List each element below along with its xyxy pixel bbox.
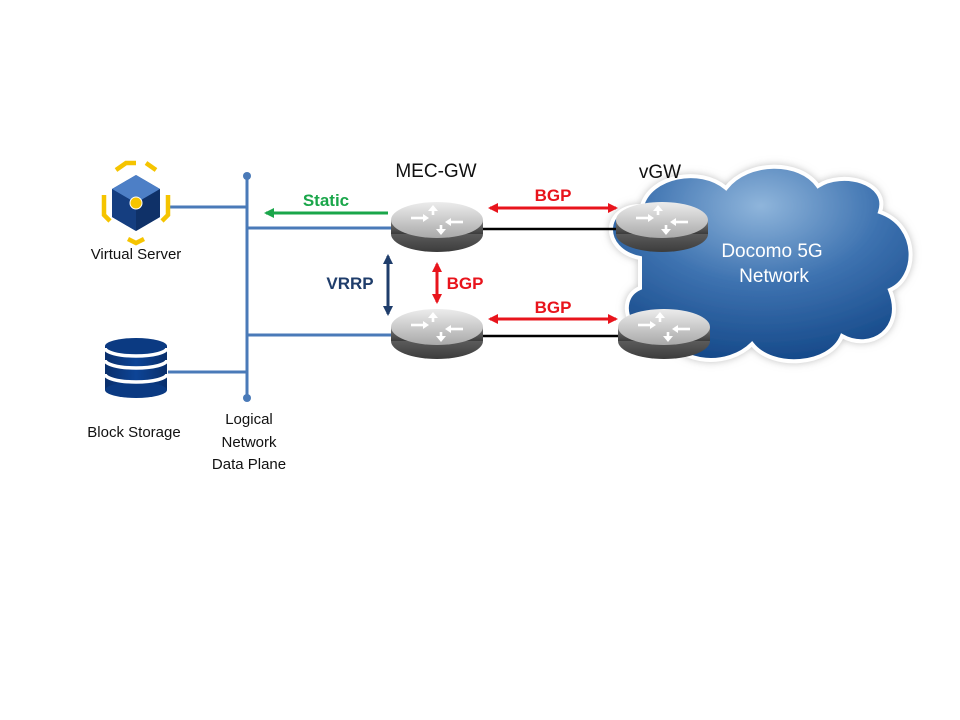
block-storage-label: Block Storage [87, 424, 180, 441]
mec-gw-top-router-icon [389, 200, 485, 254]
mec-gw-title: MEC-GW [395, 161, 476, 182]
logical-network-label-line3: Data Plane [212, 456, 286, 473]
cloud-label-line2: Network [739, 266, 809, 287]
bus-top-dot [243, 172, 251, 180]
vgw-top-router-icon [614, 200, 710, 254]
bus-bottom-dot [243, 394, 251, 402]
cloud-label-line1: Docomo 5G [721, 241, 822, 262]
virtual-server-icon [101, 160, 171, 246]
mec-gw-bottom-router-icon [389, 307, 485, 361]
bgp-bottom-label: BGP [535, 298, 572, 317]
logical-network-label-line1: Logical [225, 411, 273, 428]
static-label: Static [303, 191, 349, 210]
logical-network [168, 176, 392, 398]
vgw-bottom-router-icon [616, 307, 712, 361]
logical-network-label-line2: Network [221, 434, 277, 451]
block-storage-icon [103, 338, 169, 398]
virtual-server-label: Virtual Server [91, 246, 182, 263]
bgp-vertical-label: BGP [447, 274, 484, 293]
vrrp-label: VRRP [326, 274, 373, 293]
bgp-top-label: BGP [535, 186, 572, 205]
vgw-title: vGW [639, 162, 681, 183]
